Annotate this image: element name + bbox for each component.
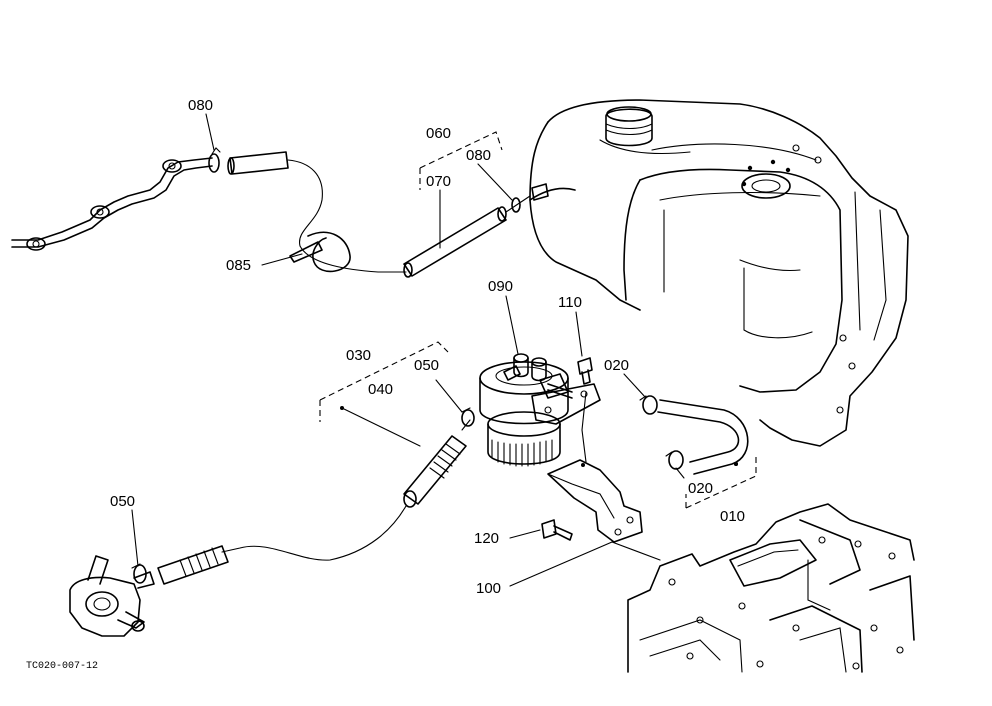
label-080-tank: 080 — [466, 147, 491, 164]
fuel-line — [221, 505, 407, 561]
fuel-hose-040 — [403, 419, 471, 508]
label-010: 010 — [720, 508, 745, 525]
fuel-filter-090 — [479, 353, 601, 467]
clip-080-pipe — [208, 147, 221, 173]
part-labels: 080 060 080 070 085 090 110 030 040 050 … — [110, 97, 745, 597]
label-110: 110 — [558, 294, 582, 311]
label-085: 085 — [226, 257, 251, 274]
label-100: 100 — [476, 580, 501, 597]
label-020-lower: 020 — [688, 480, 713, 497]
engine-case — [627, 503, 915, 673]
label-030: 030 — [346, 347, 371, 364]
fuel-pump — [69, 555, 155, 637]
return-pipe — [11, 157, 213, 251]
band-085 — [289, 231, 351, 273]
label-090: 090 — [488, 278, 513, 295]
clip-020-upper — [639, 395, 658, 415]
bolt-120 — [541, 519, 573, 541]
pump-hose — [157, 545, 229, 585]
label-070: 070 — [426, 173, 451, 190]
label-020-upper: 020 — [604, 357, 629, 374]
label-050-lower: 050 — [110, 493, 135, 510]
leader-lines — [131, 113, 738, 587]
clip-020-lower — [665, 450, 684, 470]
bolt-110 — [577, 357, 593, 385]
label-060: 060 — [426, 125, 451, 142]
fuel-tank — [529, 99, 909, 447]
return-hose-short — [227, 151, 407, 273]
clip-080-tank — [511, 197, 521, 213]
label-080-pipe: 080 — [188, 97, 213, 114]
clip-050-upper — [461, 407, 475, 427]
label-120: 120 — [474, 530, 499, 547]
fuel-hose-070 — [403, 195, 531, 278]
label-050-upper: 050 — [414, 357, 439, 374]
label-040: 040 — [368, 381, 393, 398]
bracket-100 — [547, 459, 643, 543]
group-brackets — [319, 131, 757, 509]
hose-010 — [657, 399, 749, 475]
figure-reference: TC020-007-12 — [26, 661, 98, 672]
